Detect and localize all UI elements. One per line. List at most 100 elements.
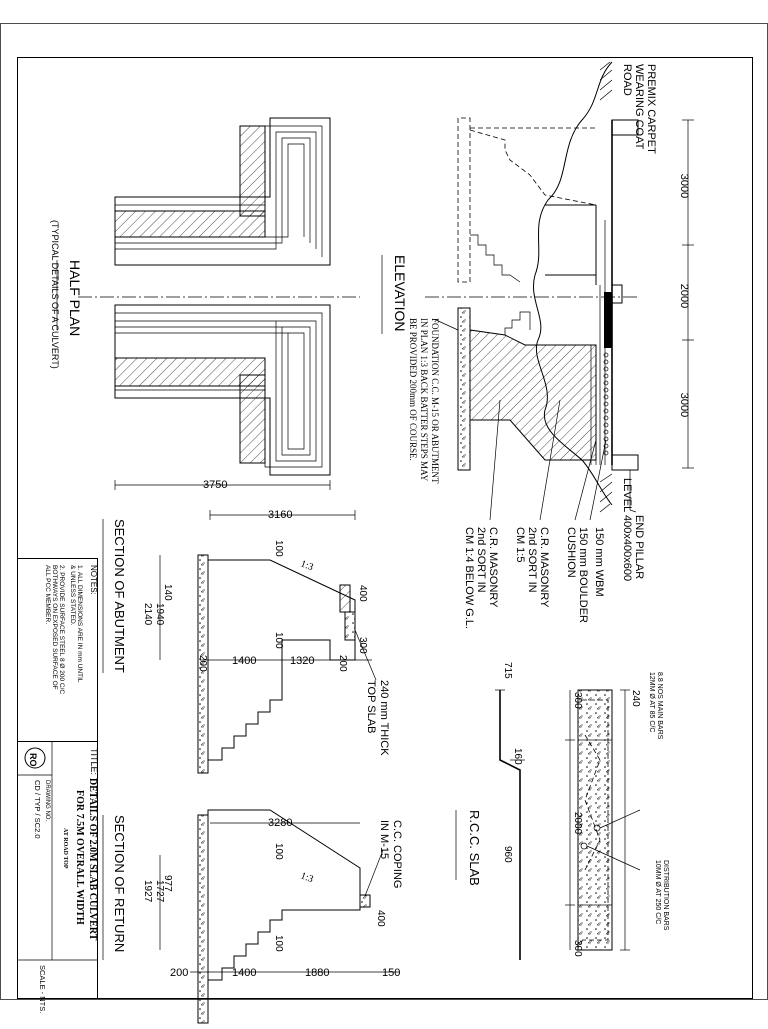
ro-logo bbox=[24, 747, 46, 769]
top-slab-2: TOP SLAB bbox=[365, 680, 377, 733]
title-line-2: FOR 7.5M OVERALL WIDTH bbox=[74, 790, 85, 925]
slab-d300b: 300 bbox=[572, 940, 583, 957]
abut-d1320: 1320 bbox=[290, 655, 314, 667]
ret-d977: 977 bbox=[162, 875, 173, 892]
notes-heading: NOTES: bbox=[89, 565, 98, 595]
boulder-label: 150 mm BOULDER bbox=[577, 527, 589, 623]
ret-d1880: 1880 bbox=[305, 967, 329, 979]
foundation-note-1: FOUNDATION C.C. M-15 OR ABUTMENT bbox=[430, 318, 440, 484]
main-bars-2: 12MM Ø AT 85 C/C bbox=[648, 672, 655, 732]
abut-d3160: 3160 bbox=[268, 509, 292, 521]
ret-d400: 400 bbox=[375, 910, 386, 927]
ret-d150: 150 bbox=[382, 967, 400, 979]
foundation-note-2: IN PLAN 1:3 BACK BATTER STEPS MAY bbox=[419, 318, 429, 482]
top-slab-1: 240 mm THICK bbox=[378, 680, 390, 756]
half-plan-view: 3750 HALF PLAN (TYPICAL DETAILS OF A CUL… bbox=[50, 117, 360, 491]
abut-d200a: 200 bbox=[197, 655, 208, 672]
return-section-view: 3280 100 1:3 C.C. COPING IN M-15 400 977… bbox=[102, 809, 403, 1024]
abut-d400: 400 bbox=[357, 585, 368, 602]
title-line-1: DETAILS OF 2.0M SLAB CULVERT bbox=[87, 778, 98, 941]
slab-d960: 960 bbox=[502, 846, 513, 863]
end-pillar-label: END PILLAR bbox=[633, 515, 645, 579]
ret-d1400: 1400 bbox=[232, 967, 256, 979]
premix-label: PREMIX CARPET bbox=[645, 64, 657, 154]
foundation-concrete bbox=[457, 307, 471, 471]
rcc-top-slab bbox=[604, 292, 612, 348]
ret-d200: 200 bbox=[170, 967, 188, 979]
abut-d200b: 200 bbox=[337, 655, 348, 672]
elev-dim-mid: 2000 bbox=[678, 284, 690, 308]
abut-d140: 140 bbox=[162, 584, 173, 601]
half-plan-title: HALF PLAN bbox=[67, 260, 83, 336]
notes-block: NOTES: 1. ALL DIMENSIONS ARE IN mm UNTIL… bbox=[17, 558, 98, 742]
half-plan-subtitle: (TYPICAL DETAILS OF A CULVERT) bbox=[50, 220, 60, 369]
elevation-title: ELEVATION bbox=[392, 255, 408, 332]
cr-sort-1: 2nd SORT IN bbox=[526, 527, 538, 593]
half-plan-dim: 3750 bbox=[203, 479, 227, 491]
cr-cm-1: CM 1:5 bbox=[514, 527, 526, 562]
abutment-section-view: 3160 100 1:3 400 300 140 1940 2140 100 2… bbox=[102, 509, 390, 774]
dist-bars-2: 10MM Ø AT 250 C/C bbox=[654, 860, 661, 924]
rcc-slab-title: R.C.C. SLAB bbox=[467, 810, 482, 886]
abutment-hatched bbox=[469, 329, 597, 461]
cr-sort-2: 2nd SORT IN bbox=[475, 527, 487, 593]
abut-d2140: 2140 bbox=[142, 603, 153, 626]
slab-d240: 240 bbox=[630, 690, 641, 707]
wbm-layer bbox=[603, 352, 609, 456]
road-label: ROAD bbox=[621, 64, 633, 96]
title-label: TITLE: bbox=[89, 748, 99, 775]
return-title: SECTION OF RETURN bbox=[112, 815, 127, 952]
cr-cm-2: CM 1:4 BELOW G.L. bbox=[463, 527, 475, 629]
drawing-no: CD / TYP / SC2.0 bbox=[33, 780, 42, 839]
abut-d1400: 1400 bbox=[232, 655, 256, 667]
main-bars-1: 8.8 NOS MAIN BARS bbox=[656, 672, 663, 740]
end-pillar-left bbox=[611, 119, 639, 136]
ret-slope: 1:3 bbox=[299, 870, 315, 885]
wbm-label: 150 mm WBM bbox=[593, 527, 605, 597]
slab-d300a: 300 bbox=[572, 692, 583, 709]
cr-masonry-1: C.R. MASONRY bbox=[538, 527, 550, 608]
dist-bars-1: DISTRIBUTION BARS bbox=[662, 860, 669, 931]
abut-d1940: 1940 bbox=[154, 603, 165, 626]
end-pillar-right bbox=[611, 454, 639, 471]
slab-d2000: 2000 bbox=[572, 812, 583, 835]
abut-d100a: 100 bbox=[273, 540, 284, 557]
note-1a: 1. ALL DIMENSIONS ARE IN mm UNTIL bbox=[76, 565, 83, 683]
title-block: TITLE: DETAILS OF 2.0M SLAB CULVERT FOR … bbox=[17, 741, 99, 1013]
note-2a: 2. PROVIDE SURFACE STEEL 8 Ø 200 C/C bbox=[58, 565, 65, 694]
title-line-3: AT ROAD TOP bbox=[62, 828, 68, 869]
ret-d1727: 1727 bbox=[154, 880, 165, 903]
drawing-no-label: DRAWING NO. bbox=[44, 780, 50, 821]
abutment-title: SECTION OF ABUTMENT bbox=[112, 519, 127, 673]
abut-slope: 1:3 bbox=[299, 558, 315, 573]
ret-d1927: 1927 bbox=[142, 880, 153, 903]
end-pillar-size: 400x400x600 bbox=[621, 515, 633, 581]
note-2b: BOTHWAYS ON EXPOSED SURFACE OF bbox=[51, 565, 58, 690]
elevation-view: 3000 2000 3000 PREMIX CARPET WEARING COA… bbox=[381, 61, 694, 629]
note-2c: ALL PCC MEMBER. bbox=[44, 565, 51, 624]
ret-d3280: 3280 bbox=[268, 817, 292, 829]
cushion-label: CUSHION bbox=[565, 527, 577, 578]
ro-logo-text: RO bbox=[28, 753, 38, 767]
abut-d100b: 100 bbox=[273, 632, 284, 649]
inner-border bbox=[17, 57, 753, 999]
foundation-note-3: BE PROVIDED 200mm OF COURSE. bbox=[408, 318, 418, 461]
abut-d300: 300 bbox=[357, 637, 368, 654]
elev-dim-left: 3000 bbox=[678, 174, 690, 198]
note-1b: & UNLESS STATED. bbox=[69, 565, 76, 626]
level-label: LEVEL bbox=[621, 478, 633, 512]
cr-masonry-2: C.R. MASONRY bbox=[487, 527, 499, 608]
wearing-label: WEARING COAT bbox=[633, 64, 645, 150]
coping-1: C.C. COPING bbox=[391, 820, 403, 888]
ret-d100a: 100 bbox=[273, 843, 284, 860]
slab-d715: 715 bbox=[502, 662, 513, 679]
slab-section bbox=[577, 689, 613, 951]
elev-dim-right: 3000 bbox=[678, 393, 690, 417]
ret-d100b: 100 bbox=[273, 935, 284, 952]
rcc-slab-view: 240 300 2000 300 8.8 NOS MAIN BARS 12MM … bbox=[455, 662, 669, 960]
slab-d160: 160 bbox=[512, 748, 523, 765]
coping-2: IN M-15 bbox=[378, 820, 390, 859]
scale-label: SCALE - NTS. bbox=[38, 965, 47, 1013]
